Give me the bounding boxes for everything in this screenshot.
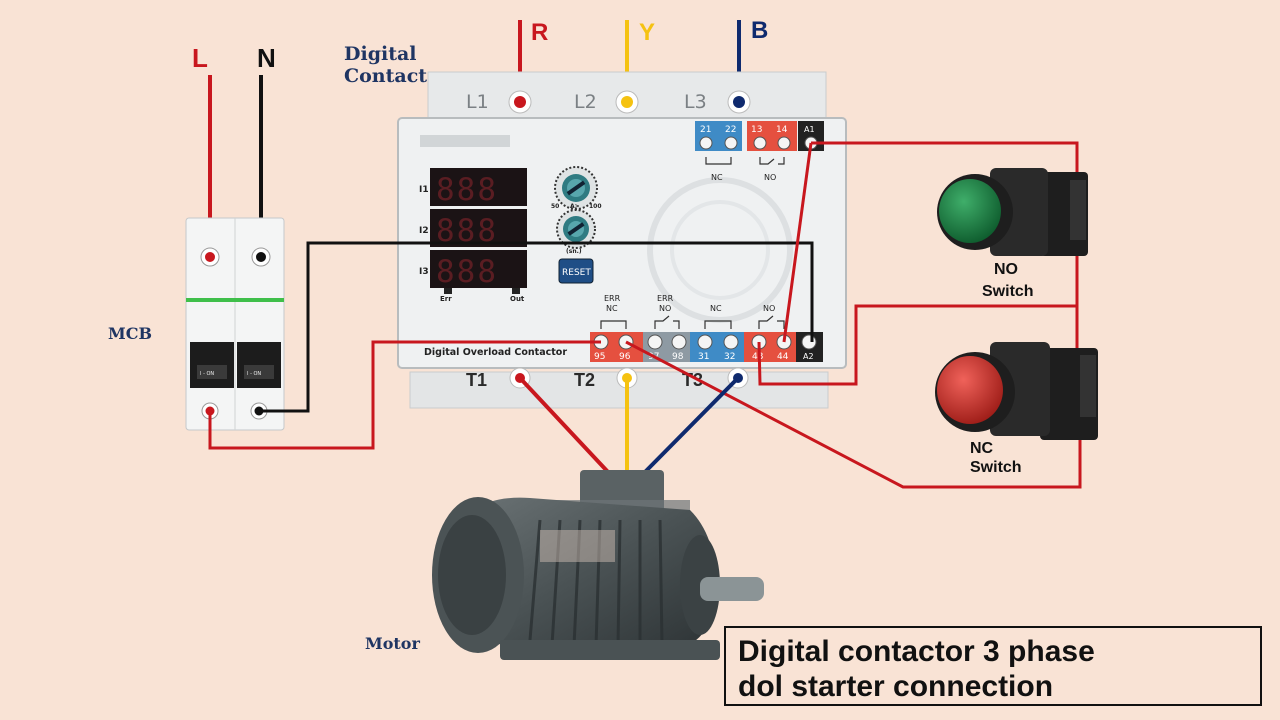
t1-label: T1 <box>466 370 487 390</box>
no-switch-label-line1: NO <box>994 261 1018 278</box>
top-terminal-22: 22 <box>725 125 736 135</box>
top-terminal-a1: A1 <box>804 125 815 134</box>
display-err-label: Err <box>440 295 452 303</box>
group-err-no-line2: NO <box>659 304 671 313</box>
a1-to-44-wire <box>782 142 813 343</box>
dial1-max: 100 <box>589 203 602 210</box>
mcb-handle-2: I - ON <box>247 371 261 377</box>
phase-control-wire <box>208 340 601 450</box>
motor <box>432 470 764 660</box>
reset-button-label: RESET <box>562 268 591 278</box>
motor-label: Motor <box>365 634 420 653</box>
l3-label: L3 <box>684 91 707 113</box>
group-err-nc-line2: NC <box>606 304 618 313</box>
no-switch-to-43-wire <box>757 304 1077 386</box>
nc-switch-label-line1: NC <box>970 440 994 457</box>
bottom-terminal-31: 31 <box>698 352 709 362</box>
bottom-terminal-a2: A2 <box>803 352 814 361</box>
no-push-button[interactable] <box>937 168 1088 256</box>
bottom-terminal-32: 32 <box>724 352 735 362</box>
group-err-no-line1: ERR <box>657 294 674 303</box>
nc-push-button[interactable] <box>935 342 1098 440</box>
title-line1: Digital contactor 3 phase <box>738 635 1095 668</box>
time-setting-dial[interactable]: (sn.) <box>556 209 596 255</box>
top-terminal-13: 13 <box>751 125 762 135</box>
digital-contactor-label-line2: Contactor <box>344 65 451 87</box>
mcb-handle-1: I - ON <box>200 371 214 377</box>
display-row-i2: I2 <box>419 226 429 236</box>
bottom-terminal-95: 95 <box>594 352 605 362</box>
l2-label: L2 <box>574 91 597 113</box>
t2-label: T2 <box>574 370 595 390</box>
diagram-title: Digital contactor 3 phase dol starter co… <box>724 626 1262 706</box>
current-setting-dial[interactable]: 50 A> 100 <box>551 166 602 210</box>
bottom-terminal-98: 98 <box>672 352 684 362</box>
motor-r-wire <box>518 376 610 474</box>
mcb-label: MCB <box>108 324 152 343</box>
nc-switch-label-line2: Switch <box>970 459 1022 476</box>
l1-label: L1 <box>466 91 489 113</box>
display-row-i3: I3 <box>419 267 429 277</box>
contactor-model-label: Digital Overload Contactor <box>424 347 567 358</box>
b-phase-label: B <box>751 17 768 44</box>
top-terminal-21: 21 <box>700 125 711 135</box>
n-label: N <box>257 43 276 73</box>
digital-contactor-label-line1: Digital <box>344 43 417 65</box>
display-digits-1: 888 <box>436 172 498 208</box>
group-err-nc-line1: ERR <box>604 294 621 303</box>
bottom-terminal-96: 96 <box>619 352 631 362</box>
mcb: I - ON I - ON <box>185 217 285 431</box>
top-group-no: NO <box>764 173 776 182</box>
current-display-panel: I1 I2 I3 888 888 888 Err Out <box>419 168 527 303</box>
neutral-control-wire <box>259 241 814 413</box>
dial1-min: 50 <box>551 203 559 210</box>
reset-button[interactable]: RESET <box>558 258 594 284</box>
y-phase-label: Y <box>639 19 655 46</box>
group-no: NO <box>763 304 775 313</box>
l-label: L <box>192 43 208 73</box>
display-row-i1: I1 <box>419 185 429 195</box>
bottom-terminal-43: 43 <box>752 352 763 362</box>
dial1-label: A> <box>570 203 580 210</box>
display-out-label: Out <box>510 295 525 303</box>
dial2-label: (sn.) <box>566 248 582 255</box>
no-switch-label-line2: Switch <box>982 283 1034 300</box>
motor-b-wire <box>643 376 740 474</box>
group-nc: NC <box>710 304 722 313</box>
display-digits-3: 888 <box>436 254 498 290</box>
top-terminal-14: 14 <box>776 125 788 135</box>
digital-contactor: L1 L2 L3 I1 I2 I3 888 888 888 Err Out <box>397 71 847 409</box>
r-phase-label: R <box>531 19 548 46</box>
title-line2: dol starter connection <box>738 670 1054 703</box>
top-group-nc: NC <box>711 173 723 182</box>
bottom-terminal-44: 44 <box>777 352 789 362</box>
